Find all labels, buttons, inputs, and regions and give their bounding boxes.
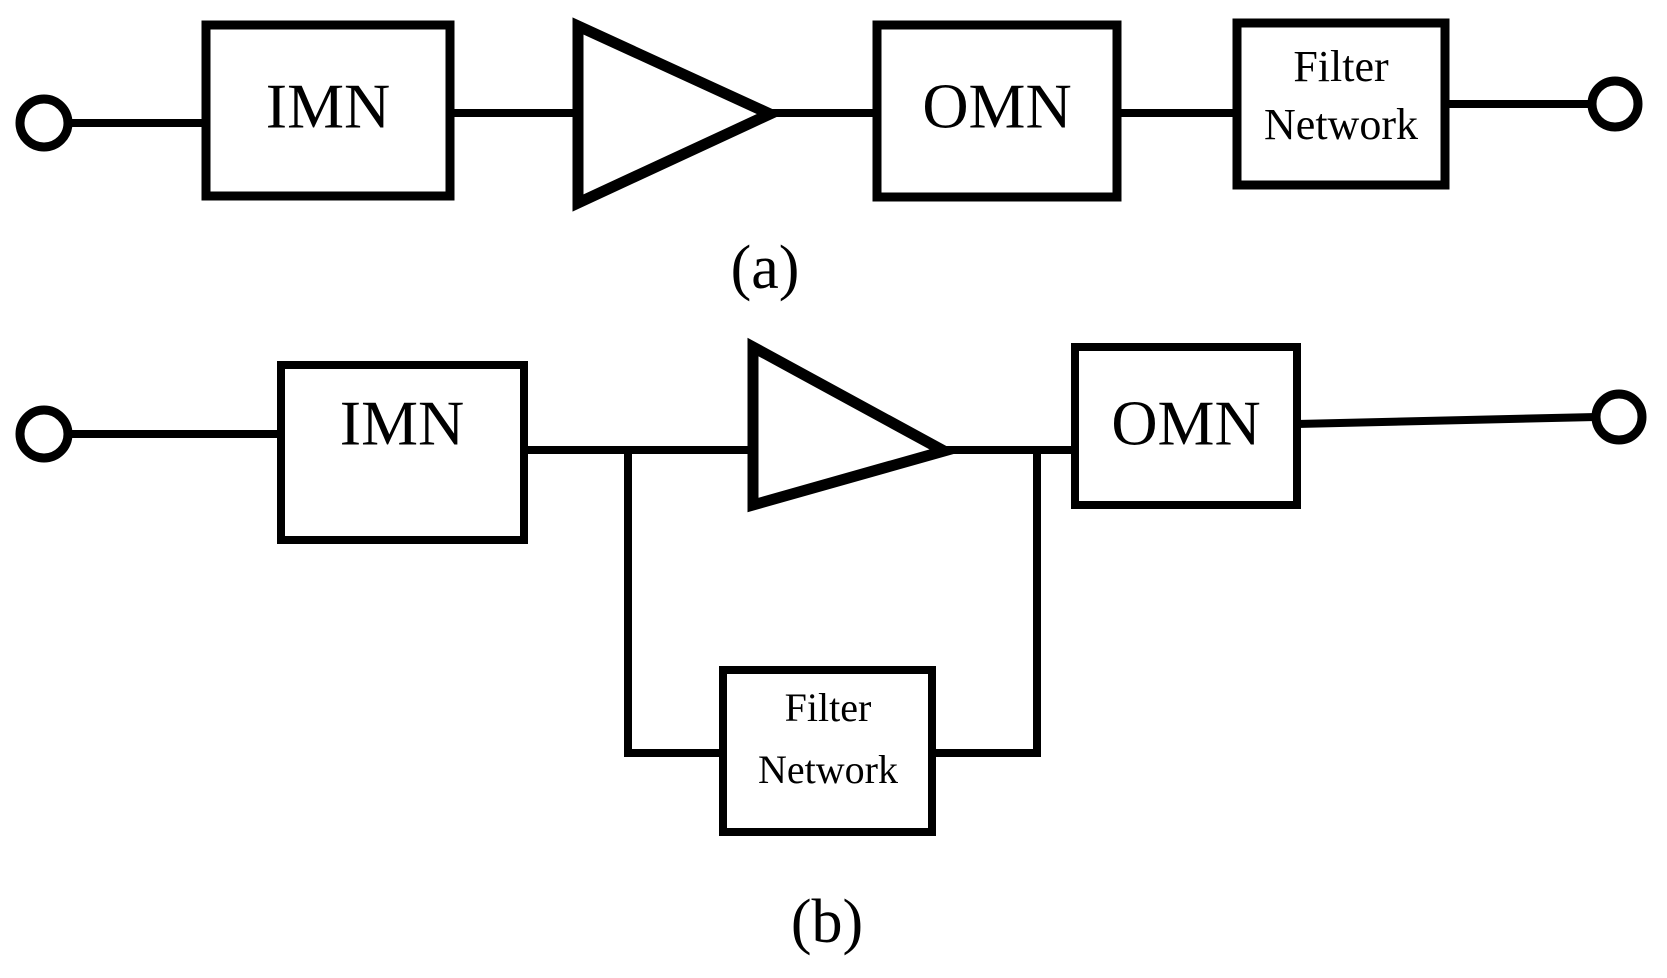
diagram-a-input-port-icon[interactable] [15,94,73,152]
diagram-a-amplifier-icon[interactable] [572,17,784,212]
diagram-b-imn-label: IMN [340,388,464,459]
diagram-a-caption: (a) [731,234,800,302]
diagram-a-imn-label: IMN [266,71,390,142]
diagram-b-filter-block[interactable] [719,666,936,836]
diagram-a-group: IMN OMN Filter Network (a) [15,17,1643,302]
diagram-b-caption: (b) [791,888,863,956]
diagram-b-output-port-icon[interactable] [1591,389,1647,445]
diagram-b-omn-block[interactable] [1071,343,1301,509]
diagram-b-wire-omn-to-output [1296,413,1597,428]
diagram-b-filter-label-line1: Filter [785,685,872,730]
diagram-b-group: IMN OMN Filter Netwo [15,337,1647,956]
diagram-a-filter-label-line1: Filter [1293,42,1389,91]
diagram-b-input-port-icon[interactable] [15,405,73,463]
diagram-a-filter-label-line2: Network [1264,100,1418,149]
diagram-a-omn-label: OMN [922,71,1071,142]
diagram-a-filter-block[interactable] [1232,18,1450,190]
diagram-a-output-port-icon[interactable] [1587,76,1643,132]
diagram-b-omn-label: OMN [1111,388,1260,459]
diagram-b-filter-label-line2: Network [758,747,898,792]
diagram-b-imn-block[interactable] [277,361,528,544]
diagram-a-omn-block[interactable] [872,20,1122,202]
diagram-b-amplifier-icon[interactable] [747,337,959,513]
